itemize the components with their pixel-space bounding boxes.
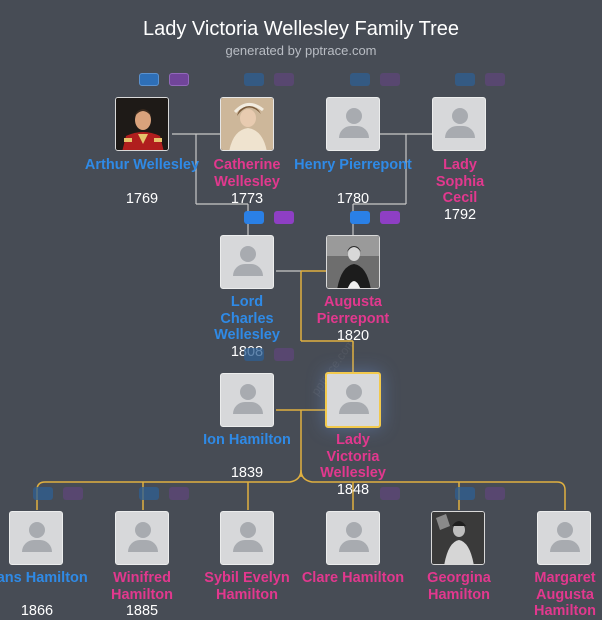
avatar-henry-pierrepont[interactable] xyxy=(326,97,380,151)
portrait-image xyxy=(327,236,379,288)
expand-parents-button[interactable] xyxy=(350,73,370,86)
avatar-winifred-hamilton[interactable] xyxy=(115,511,169,565)
person-name-victoria: Lady Victoria Wellesley xyxy=(320,432,386,481)
expand-spouse-button[interactable] xyxy=(169,487,189,500)
expand-spouse-button[interactable] xyxy=(380,211,400,224)
person-name-arthur: Arthur Wellesley xyxy=(84,157,200,173)
avatar-ion-hamilton[interactable] xyxy=(220,373,274,427)
portrait-georgina-hamilton[interactable] xyxy=(431,511,485,565)
expand-parents-button[interactable] xyxy=(244,73,264,86)
avatar-placeholder-icon xyxy=(346,108,362,124)
avatar-charles-wellesley[interactable] xyxy=(220,235,274,289)
expand-spouse-button[interactable] xyxy=(274,348,294,361)
portrait-catherine-wellesley[interactable] xyxy=(220,97,274,151)
avatar-clare-hamilton[interactable] xyxy=(326,511,380,565)
page-title: Lady Victoria Wellesley Family Tree xyxy=(142,18,460,40)
avatar-sophia-cecil[interactable] xyxy=(432,97,486,151)
page-subtitle: generated by pptrace.com xyxy=(225,43,377,58)
avatar-placeholder-icon xyxy=(557,522,573,538)
expand-parents-button[interactable] xyxy=(33,487,53,500)
expand-spouse-button[interactable] xyxy=(380,73,400,86)
expand-spouse-button[interactable] xyxy=(63,487,83,500)
expand-spouse-button[interactable] xyxy=(169,73,189,86)
avatar-margaret-hamilton[interactable] xyxy=(537,511,591,565)
avatar-placeholder-icon xyxy=(452,108,468,124)
avatar-placeholder-icon xyxy=(240,384,256,400)
expand-spouse-button[interactable] xyxy=(380,487,400,500)
children-bracket xyxy=(36,469,566,510)
portrait-image xyxy=(221,98,273,150)
portrait-image xyxy=(432,512,484,564)
expand-parents-button[interactable] xyxy=(455,487,475,500)
avatar-victoria-wellesley-selected[interactable] xyxy=(325,372,381,428)
person-year-ion: 1839 xyxy=(230,465,264,481)
person-year-arthur: 1769 xyxy=(125,191,159,207)
person-name-sybil: Sybil Evelyn Hamilton xyxy=(204,570,290,603)
expand-parents-button[interactable] xyxy=(139,487,159,500)
person-year-henry: 1780 xyxy=(336,191,370,207)
expand-spouse-button[interactable] xyxy=(274,211,294,224)
person-year-hans: 1866 xyxy=(20,603,54,619)
expand-spouse-button[interactable] xyxy=(274,73,294,86)
person-year-sophia: 1792 xyxy=(443,207,477,223)
person-name-catherine: Catherine Wellesley xyxy=(213,157,281,190)
portrait-arthur-wellesley[interactable] xyxy=(115,97,169,151)
expand-parents-button[interactable] xyxy=(139,73,159,86)
person-name-winifred: Winifred Hamilton xyxy=(110,570,174,603)
avatar-sybil-hamilton[interactable] xyxy=(220,511,274,565)
person-name-clare: Clare Hamilton xyxy=(301,570,405,586)
person-name-margaret: Margaret Augusta Hamilton xyxy=(533,570,597,619)
avatar-placeholder-icon xyxy=(29,522,45,538)
person-year-victoria: 1848 xyxy=(336,482,370,498)
expand-parents-button[interactable] xyxy=(244,348,264,361)
portrait-image xyxy=(116,98,168,150)
expand-parents-button[interactable] xyxy=(455,73,475,86)
person-year-winifred: 1885 xyxy=(125,603,159,619)
expand-parents-button[interactable] xyxy=(350,211,370,224)
expand-spouse-button[interactable] xyxy=(485,487,505,500)
avatar-placeholder-icon xyxy=(346,522,362,538)
person-year-augusta: 1820 xyxy=(336,328,370,344)
avatar-placeholder-icon xyxy=(240,246,256,262)
avatar-hans-hamilton[interactable] xyxy=(9,511,63,565)
expand-spouse-button[interactable] xyxy=(485,73,505,86)
person-name-hans: Hans Hamilton xyxy=(0,570,88,586)
avatar-placeholder-icon xyxy=(135,522,151,538)
portrait-augusta-pierrepont[interactable] xyxy=(326,235,380,289)
person-name-ion: Ion Hamilton xyxy=(203,432,291,448)
person-year-catherine: 1773 xyxy=(230,191,264,207)
person-name-henry: Henry Pierrepont xyxy=(294,157,412,173)
expand-parents-button[interactable] xyxy=(244,211,264,224)
avatar-placeholder-icon xyxy=(346,384,362,400)
person-name-sophia: Lady Sophia Cecil xyxy=(435,157,485,206)
person-name-georgina: Georgina Hamilton xyxy=(427,570,491,603)
person-name-augusta: Augusta Pierrepont xyxy=(316,294,390,327)
person-name-charles: Lord Charles Wellesley xyxy=(214,294,280,343)
avatar-placeholder-icon xyxy=(240,522,256,538)
